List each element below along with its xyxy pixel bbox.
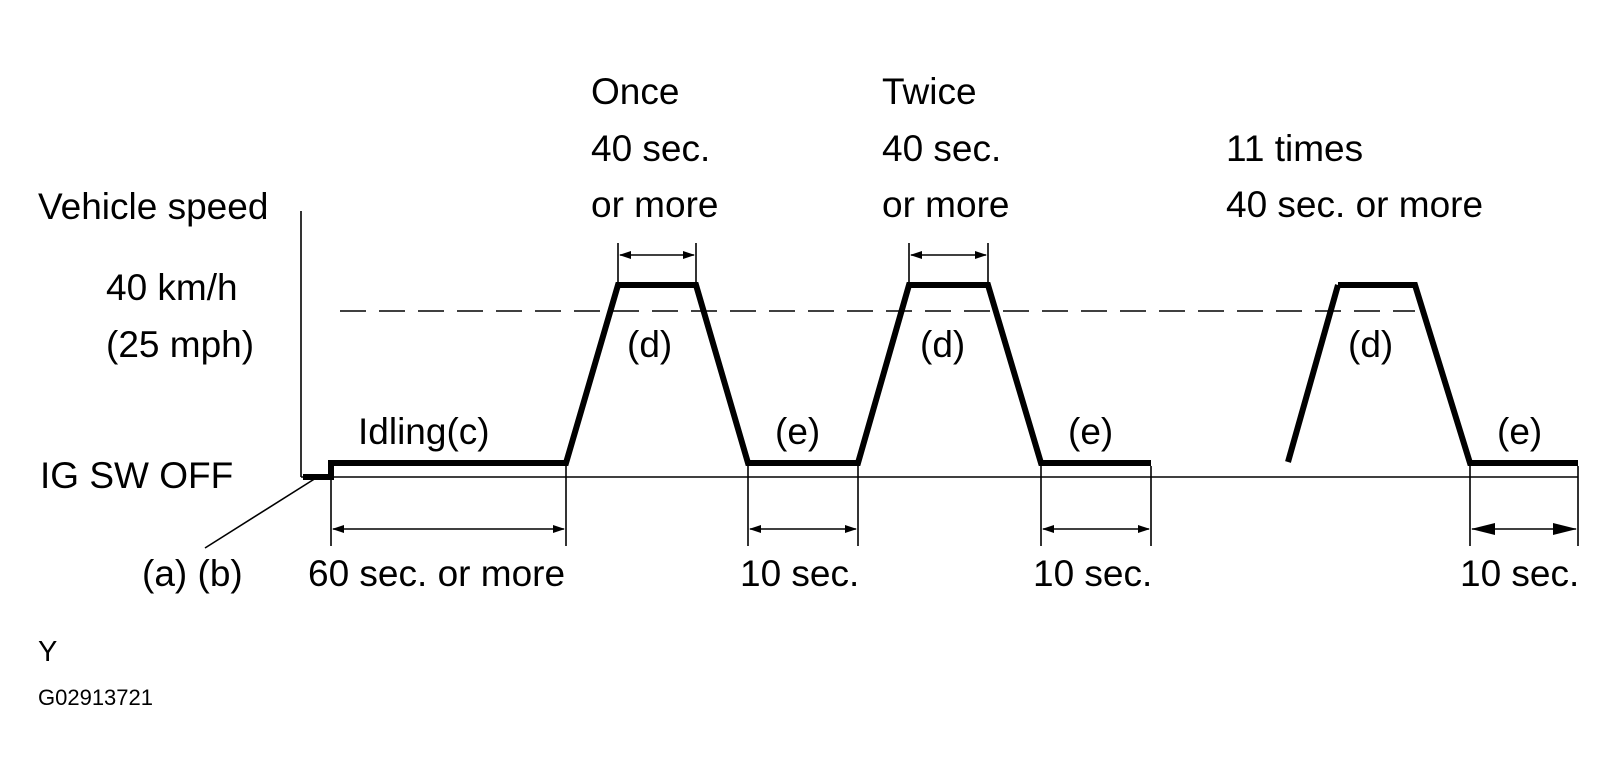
cycle-2-duration-line1: 40 sec.: [882, 128, 1001, 169]
speed-mph-label: (25 mph): [106, 324, 254, 365]
step-d-label-1: (d): [627, 324, 672, 365]
step-e-label-2: (e): [1068, 411, 1113, 452]
e1-duration-label: 10 sec.: [740, 553, 859, 594]
steps-ab-label: (a) (b): [142, 553, 243, 594]
step-e-label-3: (e): [1497, 411, 1542, 452]
step-e-label-1: (e): [775, 411, 820, 452]
cycle-3-count: 11 times: [1226, 128, 1363, 169]
idle-duration-label: 60 sec. or more: [308, 553, 565, 594]
cycle-1-duration-line1: 40 sec.: [591, 128, 710, 169]
y-axis-label: Vehicle speed: [38, 186, 268, 227]
code-letter: Y: [38, 636, 57, 668]
cycle-1-duration-line2: or more: [591, 184, 718, 225]
step-d-label-2: (d): [920, 324, 965, 365]
e2-duration-label: 10 sec.: [1033, 553, 1152, 594]
ab-leader-line: [204, 477, 317, 549]
speed-profile-accel-segment: [1285, 284, 1341, 463]
cycle-2-count: Twice: [882, 71, 977, 112]
dimension-ticks: [330, 243, 1579, 546]
step-d-label-3: (d): [1348, 324, 1393, 365]
cycle-2-duration-line2: or more: [882, 184, 1009, 225]
speed-profile-line: [303, 282, 1151, 480]
cycle-3-duration: 40 sec. or more: [1226, 184, 1483, 225]
ig-sw-off-label: IG SW OFF: [40, 455, 233, 496]
idling-label: Idling(c): [358, 411, 490, 452]
figure-id: G02913721: [38, 685, 153, 710]
e3-duration-label: 10 sec.: [1460, 553, 1579, 594]
cycle-1-count: Once: [591, 71, 679, 112]
speed-profile-final-segment: [1338, 282, 1578, 466]
speed-kmh-label: 40 km/h: [106, 267, 238, 308]
